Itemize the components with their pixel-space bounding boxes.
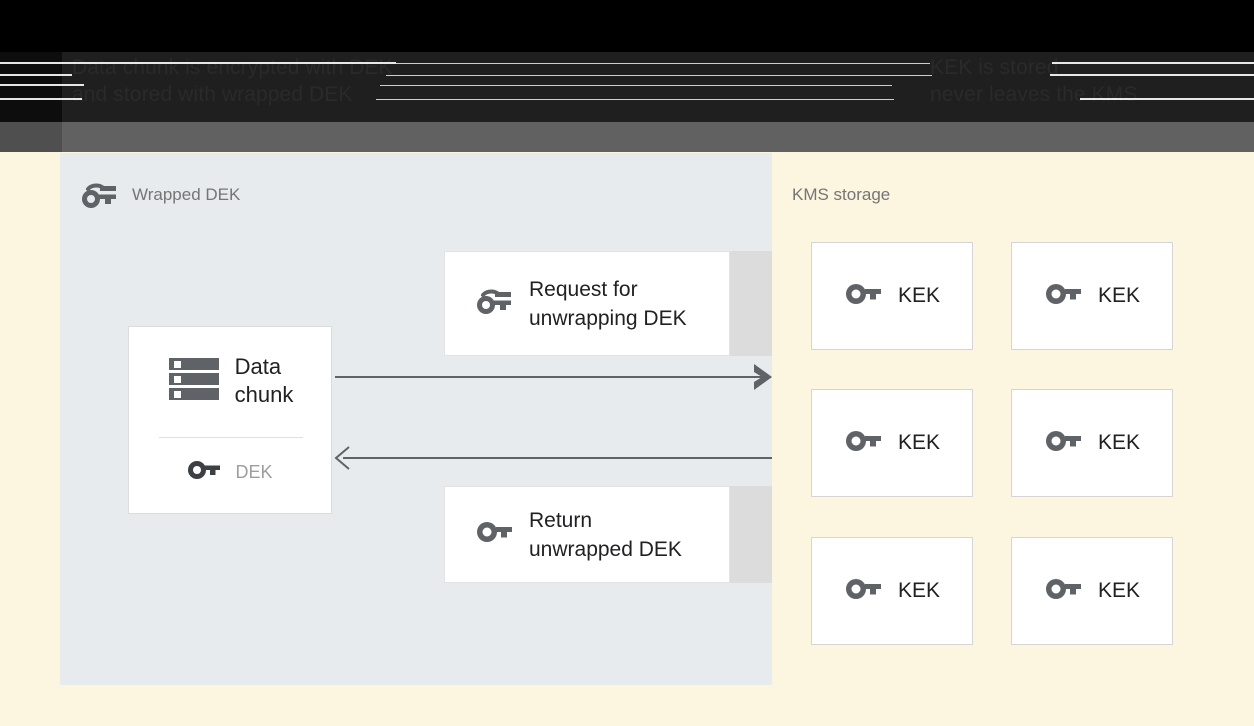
key-icon <box>1044 281 1082 312</box>
header-gray-band-left <box>0 122 62 152</box>
return-box-label: Return unwrapped DEK <box>529 508 682 561</box>
kek-card[interactable]: KEK <box>811 242 973 350</box>
kms-storage-panel-title: KMS storage <box>792 185 891 204</box>
data-chunk-header: Data chunk <box>129 353 331 409</box>
scanline <box>0 84 84 86</box>
wrapped-key-icon <box>475 286 513 321</box>
kek-card[interactable]: KEK <box>1011 537 1173 645</box>
kek-card-label: KEK <box>897 431 941 454</box>
kek-card-label: KEK <box>897 284 941 307</box>
header-caption-left: Data chunk is encrypted with DEK and sto… <box>72 56 393 106</box>
key-icon <box>1044 576 1082 607</box>
request-arrow-head-icon <box>752 364 774 390</box>
request-box-label: Request for unwrapping DEK <box>529 277 687 330</box>
scanline <box>0 74 72 76</box>
request-box-shade <box>730 251 772 356</box>
data-chunk-title: Data chunk <box>234 354 294 407</box>
header-gray-band <box>0 122 1254 152</box>
scanline <box>380 85 892 86</box>
kek-card-label: KEK <box>1097 579 1141 602</box>
scanline <box>1080 98 1254 100</box>
scanline <box>0 62 396 64</box>
key-icon <box>187 459 221 486</box>
return-unwrapped-dek-box[interactable]: Return unwrapped DEK <box>444 486 730 583</box>
header-black-band <box>0 0 1254 52</box>
key-icon <box>475 519 513 550</box>
data-chunk-divider <box>159 437 303 438</box>
storage-rows-icon <box>167 356 221 407</box>
data-chunk-key-row: DEK <box>129 459 331 486</box>
kek-card-label: KEK <box>1097 284 1141 307</box>
return-box-shade <box>730 486 772 583</box>
key-icon <box>844 576 882 607</box>
kek-card-label: KEK <box>897 579 941 602</box>
key-icon <box>844 281 882 312</box>
wrapped-dek-panel-title: Wrapped DEK <box>132 185 241 204</box>
return-arrow-line <box>343 457 772 459</box>
header-caption-right: KEK is stored never leaves the KMS <box>930 56 1138 106</box>
return-arrow-head-icon <box>333 446 351 470</box>
scanline <box>376 99 894 100</box>
key-icon <box>844 428 882 459</box>
kek-card[interactable]: KEK <box>811 389 973 497</box>
kek-card-label: KEK <box>1097 431 1141 454</box>
data-chunk-key-label: DEK <box>235 462 273 482</box>
scanline <box>1050 74 1254 76</box>
key-icon <box>1044 428 1082 459</box>
kek-card[interactable]: KEK <box>1011 389 1173 497</box>
request-arrow-line <box>335 376 765 378</box>
scanline <box>1052 62 1254 64</box>
scanline <box>0 98 82 100</box>
data-chunk-card[interactable]: Data chunk DEK <box>128 326 332 514</box>
wrapped-key-icon <box>80 180 118 215</box>
kek-card[interactable]: KEK <box>1011 242 1173 350</box>
request-unwrapping-dek-box[interactable]: Request for unwrapping DEK <box>444 251 730 356</box>
scanline <box>396 63 930 64</box>
kek-card[interactable]: KEK <box>811 537 973 645</box>
scanline <box>386 75 932 76</box>
